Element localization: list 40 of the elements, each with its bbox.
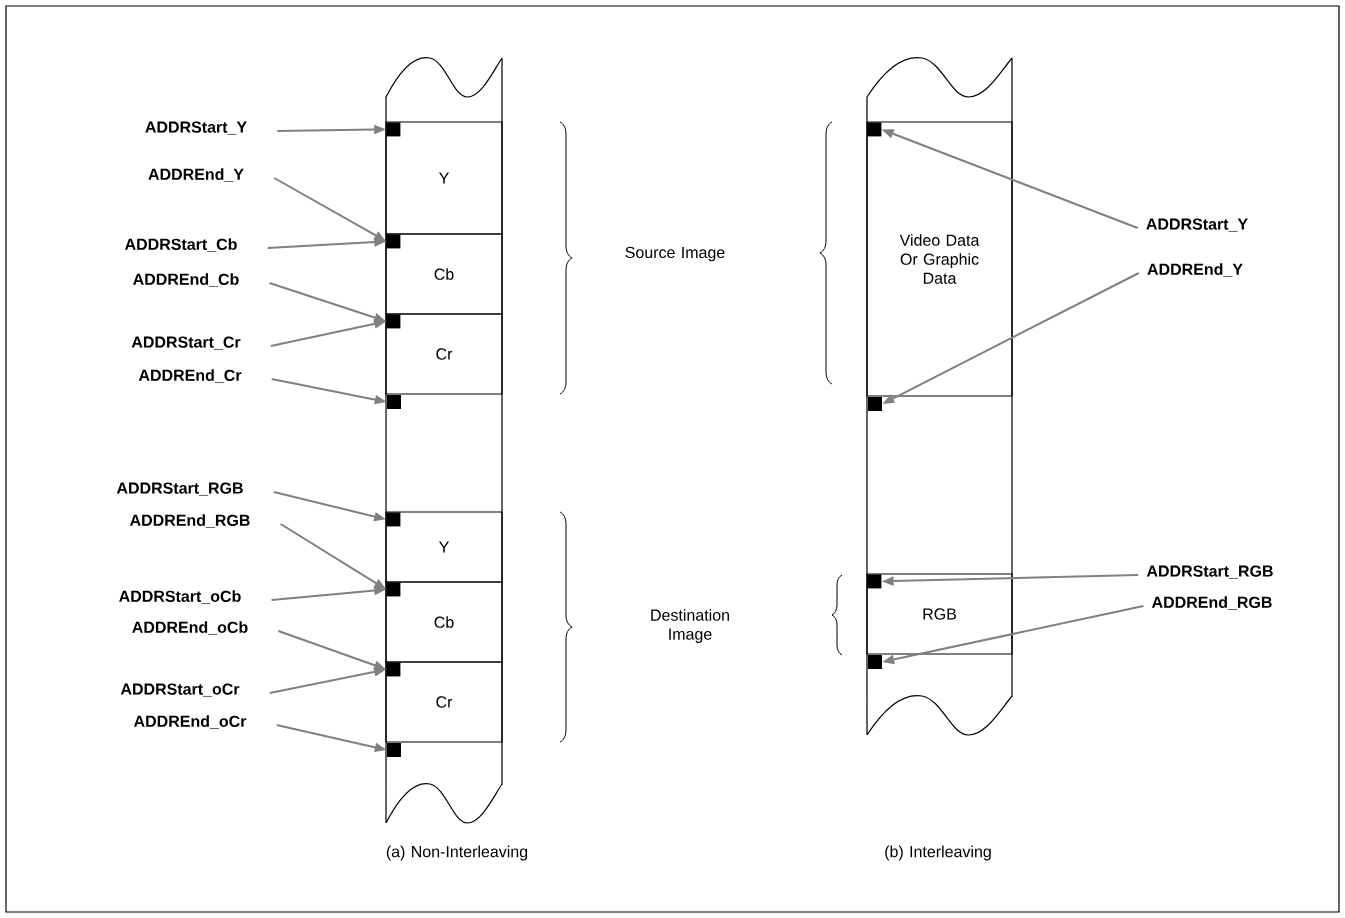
address-label: ADDRStart_oCr bbox=[120, 683, 240, 697]
address-label: ADDRStart_Cr bbox=[131, 336, 241, 350]
memory-segment: Cb bbox=[385, 581, 503, 663]
address-label: ADDREnd_oCb bbox=[132, 621, 248, 635]
address-label: ADDREnd_Cb bbox=[133, 273, 239, 287]
address-marker bbox=[868, 397, 882, 411]
address-label: ADDRStart_Y bbox=[1146, 218, 1248, 232]
address-marker bbox=[387, 743, 401, 757]
address-label: ADDRStart_Cb bbox=[124, 238, 237, 252]
address-marker bbox=[386, 662, 401, 677]
address-label: ADDRStart_Y bbox=[145, 121, 247, 135]
memory-segment: Cr bbox=[385, 661, 503, 743]
address-label: ADDREnd_RGB bbox=[129, 514, 250, 528]
address-label: ADDRStart_oCb bbox=[119, 590, 241, 604]
brace-label: Destination Image bbox=[651, 609, 729, 643]
address-label: ADDREnd_Y bbox=[1147, 263, 1243, 277]
address-marker bbox=[386, 582, 401, 597]
address-marker bbox=[386, 122, 401, 137]
memory-segment: Cb bbox=[385, 233, 503, 315]
memory-segment: Y bbox=[385, 121, 503, 235]
address-label: ADDRStart_RGB bbox=[1146, 565, 1273, 579]
address-marker bbox=[386, 234, 401, 249]
memory-segment: Cr bbox=[385, 313, 503, 395]
address-marker bbox=[386, 314, 401, 329]
brace-label: Source Image bbox=[625, 246, 725, 262]
address-marker bbox=[867, 574, 882, 589]
address-label: ADDREnd_Y bbox=[148, 168, 244, 182]
address-marker bbox=[387, 395, 401, 409]
memory-segment: RGB bbox=[866, 573, 1013, 655]
address-marker bbox=[386, 512, 401, 527]
memory-segment: Video Data Or Graphic Data bbox=[866, 121, 1013, 397]
memory-segment: Y bbox=[385, 511, 503, 583]
address-label: ADDREnd_Cr bbox=[138, 369, 242, 383]
panel-caption: (b) Interleaving bbox=[885, 845, 991, 861]
address-marker bbox=[868, 655, 882, 669]
address-label: ADDREnd_oCr bbox=[133, 715, 247, 729]
panel-caption: (a) Non-Interleaving bbox=[386, 845, 528, 861]
address-marker bbox=[867, 122, 882, 137]
address-label: ADDREnd_RGB bbox=[1151, 596, 1272, 610]
address-label: ADDRStart_RGB bbox=[116, 482, 243, 496]
